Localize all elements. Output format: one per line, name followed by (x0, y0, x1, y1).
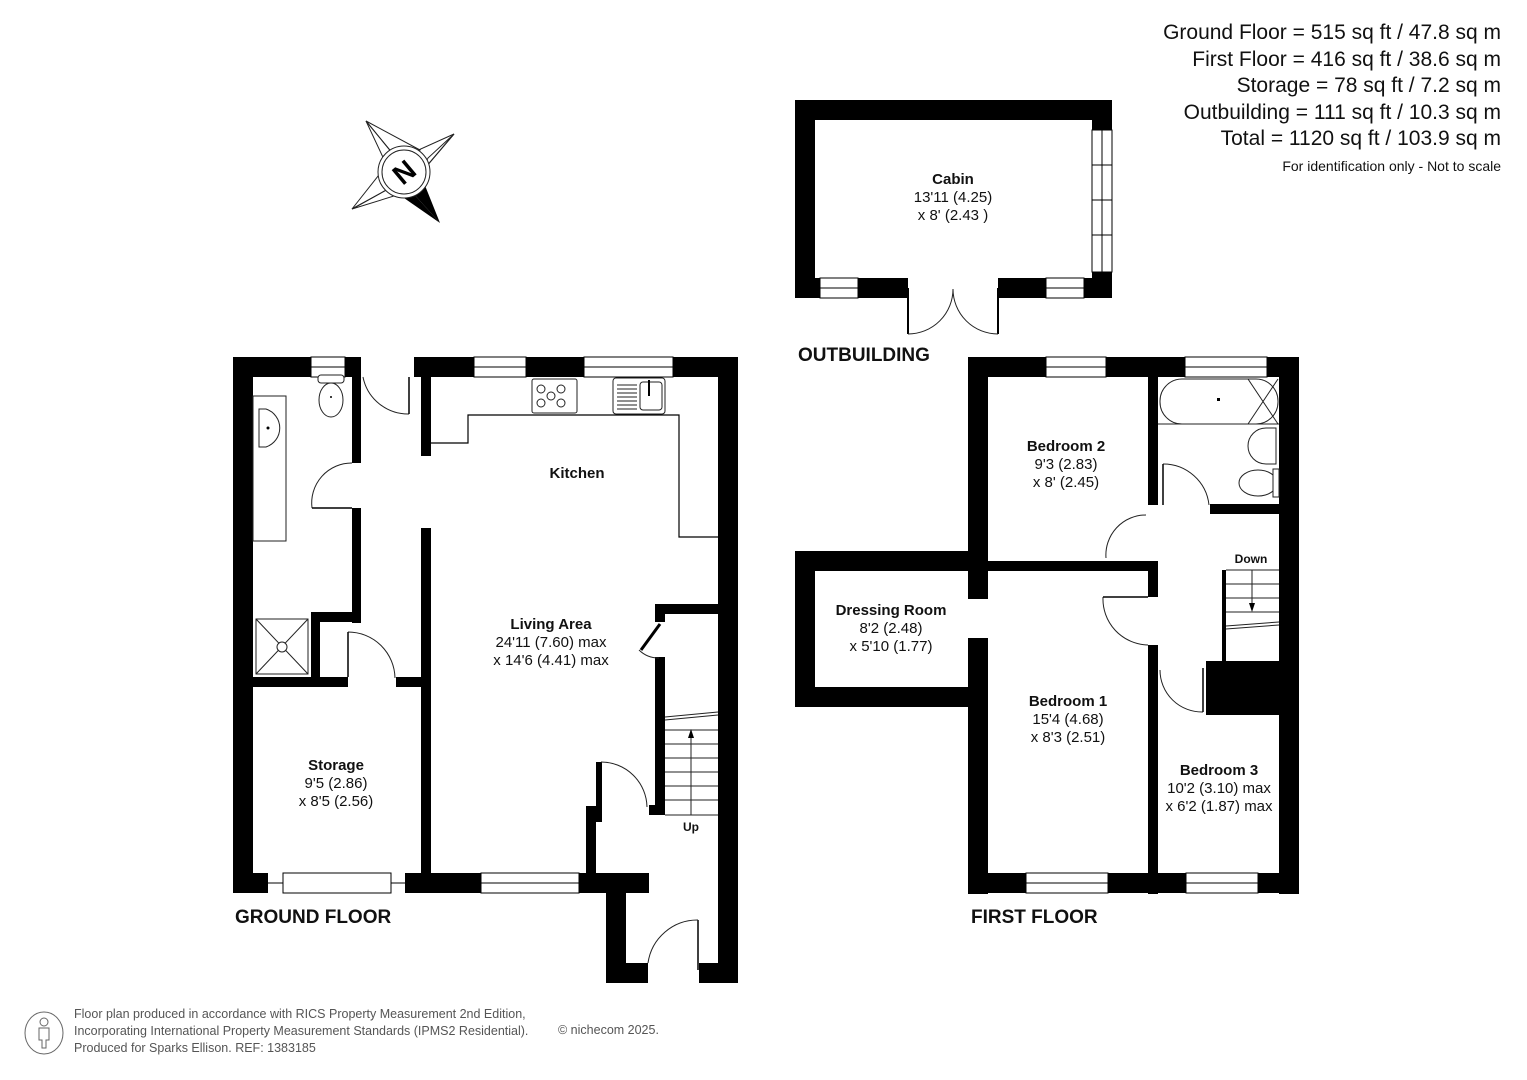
first-floor-plan: Down Bedroom 2 9'3 (2.83) x 8' (2.45) Dr… (795, 356, 1299, 894)
room-dim-bedroom-2-1: 9'3 (2.83) (1035, 456, 1098, 473)
ground-floor-plan: Up Kitchen Living Area 24'11 (7.60) max … (233, 356, 738, 983)
room-name-living-area: Living Area (510, 616, 592, 633)
copyright: © nichecom 2025. (558, 1023, 659, 1037)
area-total: Total = 1120 sq ft / 103.9 sq m (1220, 127, 1501, 150)
room-name-dressing-room: Dressing Room (836, 602, 947, 619)
room-dim-bedroom-3-1: 10'2 (3.10) max (1167, 780, 1271, 797)
footer-notice: Floor plan produced in accordance with R… (24, 1006, 724, 1056)
room-name-bedroom-3: Bedroom 3 (1180, 762, 1258, 779)
room-dim-cabin-2: x 8' (2.43 ) (918, 207, 988, 224)
room-name-cabin: Cabin (932, 171, 974, 188)
outbuilding-plan: Cabin 13'11 (4.25) x 8' (2.43 ) (795, 100, 1113, 335)
area-storage: Storage = 78 sq ft / 7.2 sq m (1236, 74, 1501, 97)
area-first-floor: First Floor = 416 sq ft / 38.6 sq m (1192, 47, 1501, 71)
area-ground-floor: Ground Floor = 515 sq ft / 47.8 sq m (1163, 21, 1501, 44)
room-name-bedroom-2: Bedroom 2 (1027, 438, 1105, 455)
room-dim-dressing-room-2: x 5'10 (1.77) (850, 638, 933, 655)
room-dim-bedroom-1-2: x 8'3 (2.51) (1031, 729, 1106, 746)
person-icon (24, 1011, 64, 1055)
stairs-up-label: Up (683, 820, 699, 834)
room-dim-bedroom-3-2: x 6'2 (1.87) max (1165, 798, 1273, 815)
room-dim-living-area-1: 24'11 (7.60) max (496, 634, 607, 651)
stairs-down-label: Down (1235, 552, 1268, 566)
scale-disclaimer: For identification only - Not to scale (1282, 157, 1501, 174)
room-dim-living-area-2: x 14'6 (4.41) max (493, 652, 609, 669)
floor-label-ground: GROUND FLOOR (235, 907, 391, 928)
footer-line-3: Produced for Sparks Ellison. REF: 138318… (74, 1041, 316, 1055)
footer-line-1: Floor plan produced in accordance with R… (74, 1007, 526, 1021)
area-summary: Ground Floor = 515 sq ft / 47.8 sq m Fir… (1163, 20, 1501, 179)
room-dim-bedroom-2-2: x 8' (2.45) (1033, 474, 1099, 491)
room-dim-storage-2: x 8'5 (2.56) (299, 793, 374, 810)
floor-label-first: FIRST FLOOR (971, 907, 1098, 928)
room-dim-dressing-room-1: 8'2 (2.48) (860, 620, 923, 637)
footer-line-2: Incorporating International Property Mea… (74, 1024, 529, 1038)
room-dim-storage-1: 9'5 (2.86) (305, 775, 368, 792)
area-outbuilding: Outbuilding = 111 sq ft / 10.3 sq m (1183, 100, 1501, 124)
room-name-bedroom-1: Bedroom 1 (1029, 693, 1107, 710)
room-dim-cabin-1: 13'11 (4.25) (914, 189, 992, 206)
north-compass-icon: N (351, 120, 455, 223)
floor-label-outbuilding: OUTBUILDING (798, 345, 930, 366)
room-name-storage: Storage (308, 757, 364, 774)
room-name-kitchen: Kitchen (549, 465, 604, 482)
room-dim-bedroom-1-1: 15'4 (4.68) (1032, 711, 1103, 728)
